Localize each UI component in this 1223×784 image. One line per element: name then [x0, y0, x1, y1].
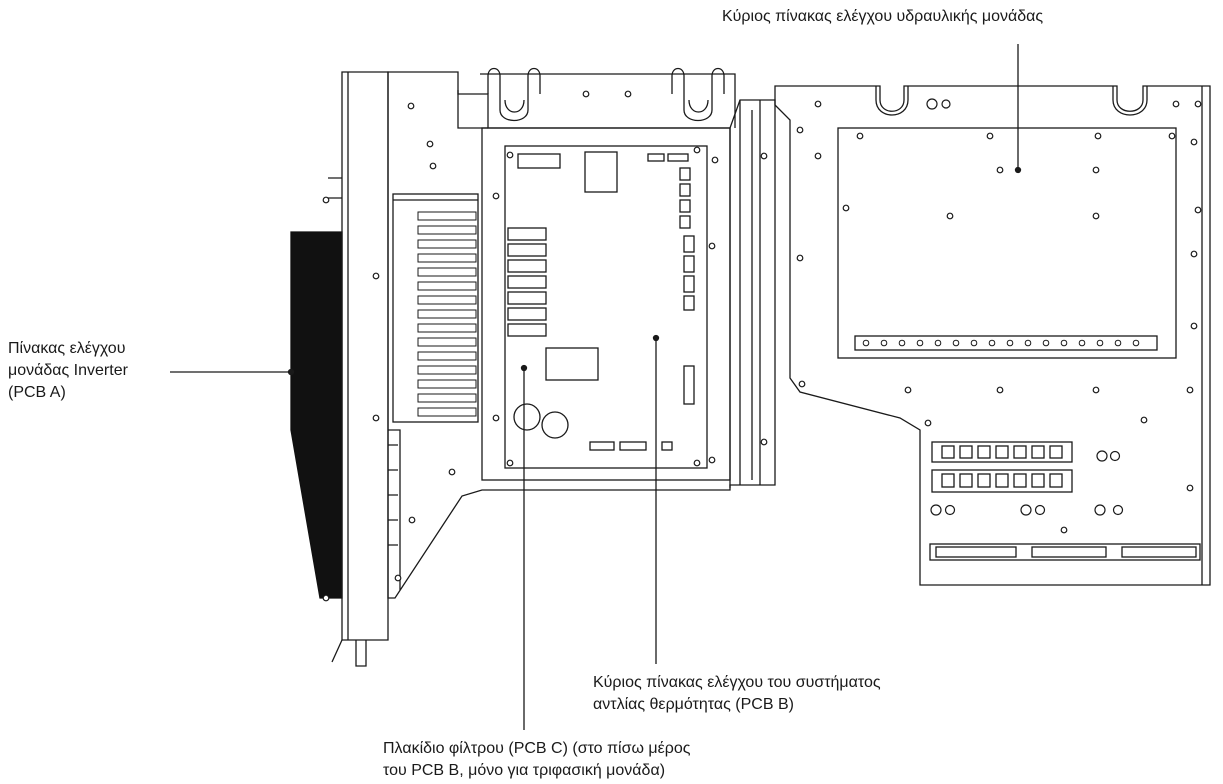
hydraulic-pcb-panel	[837, 127, 1177, 359]
inverter-pcb-label-line2: μονάδας Inverter	[8, 362, 128, 379]
terminal-block-lower	[931, 469, 1073, 493]
hydraulic-pcb-label: Κύριος πίνακας ελέγχου υδραυλικής μονάδα…	[722, 6, 1043, 28]
middle-top-hooks	[487, 67, 725, 122]
ground-screws	[926, 98, 1124, 516]
hydraulic-plate	[774, 85, 1211, 586]
filter-pcb-c-label-line1: Πλακίδιο φίλτρου (PCB C) (στο πίσω μέρος	[383, 740, 691, 757]
main-pcb-b-label: Κύριος πίνακας ελέγχου του συστήματος αν…	[593, 672, 881, 716]
screw-holes	[322, 90, 1202, 602]
left-mounting-plate	[328, 71, 389, 667]
filter-pcb-c-label-line2: του PCB B, μόνο για τριφασική μονάδα)	[383, 762, 666, 779]
terminal-hole-row	[862, 339, 1140, 347]
filter-pcb-c-label: Πλακίδιο φίλτρου (PCB C) (στο πίσω μέρος…	[383, 738, 690, 782]
fin-block	[392, 193, 479, 423]
terminal-block-upper	[931, 441, 1073, 463]
inverter-pcb-label-line1: Πίνακας ελέγχου	[8, 340, 126, 357]
main-pcb-b-label-line2: αντλίας θερμότητας (PCB B)	[593, 696, 794, 713]
leader-lines	[170, 44, 1022, 730]
main-pcb-b-label-line1: Κύριος πίνακας ελέγχου του συστήματος	[593, 674, 881, 691]
pcb-b-board	[481, 127, 731, 481]
din-rail-connectors	[929, 543, 1201, 561]
hydraulic-pcb-label-text: Κύριος πίνακας ελέγχου υδραυλικής μονάδα…	[722, 8, 1044, 25]
inverter-pcb-label-line3: (PCB A)	[8, 384, 66, 401]
inverter-heatsink	[290, 231, 343, 599]
inverter-pcb-label: Πίνακας ελέγχου μονάδας Inverter (PCB A)	[8, 338, 128, 404]
middle-back-plate	[387, 71, 776, 599]
fins	[417, 211, 477, 417]
